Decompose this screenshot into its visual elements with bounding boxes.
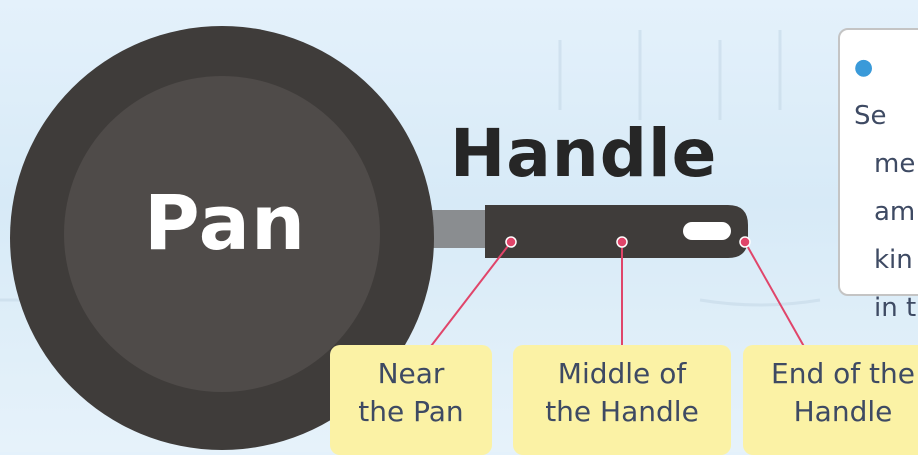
callout-middle-of-handle: Middle of the Handle	[513, 345, 731, 455]
pointer-line-end	[745, 242, 806, 350]
callout-middle-line-2: the Handle	[513, 393, 731, 431]
callout-near-pan: Near the Pan	[330, 345, 492, 455]
callout-middle-line-1: Middle of	[513, 355, 731, 393]
note-line: am	[854, 188, 918, 236]
handle-hole	[683, 222, 731, 240]
callout-near-line-2: the Pan	[330, 393, 492, 431]
note-box: ●Se me am kin in t	[838, 28, 918, 296]
callout-end-line-2: Handle	[743, 393, 918, 431]
callout-end-line-1: End of the	[743, 355, 918, 393]
note-line: in t	[854, 284, 918, 332]
note-line: ●Se	[854, 44, 918, 140]
note-line: me	[854, 140, 918, 188]
note-line: kin	[854, 236, 918, 284]
pan-label: Pan	[144, 178, 306, 267]
pointer-dot-near	[506, 237, 516, 247]
bullet-icon: ●	[854, 44, 918, 92]
pointer-dot-middle	[617, 237, 627, 247]
callout-end-of-handle: End of the Handle	[743, 345, 918, 455]
handle-title: Handle	[450, 115, 717, 192]
callout-near-line-1: Near	[330, 355, 492, 393]
pointer-dot-end	[740, 237, 750, 247]
pointer-line-near	[428, 242, 511, 350]
